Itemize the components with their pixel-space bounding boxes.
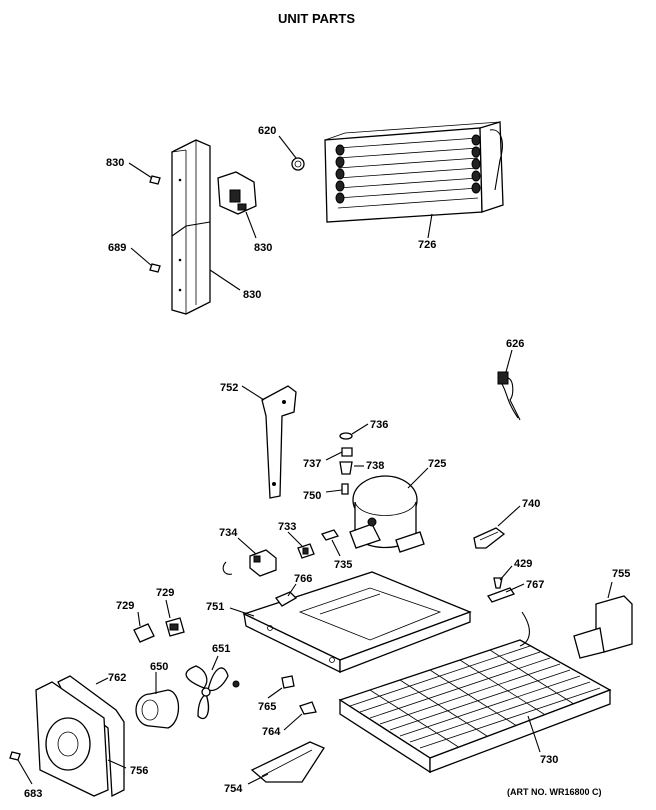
label-651: 651 — [212, 643, 230, 655]
label-756: 756 — [130, 765, 148, 777]
screw-689 — [149, 263, 161, 273]
fan-motor-650 — [135, 689, 180, 729]
mount-729a — [133, 623, 155, 643]
condenser-730 — [338, 611, 612, 774]
stud-750 — [341, 483, 349, 495]
mount-755 — [573, 595, 633, 659]
label-750: 750 — [303, 490, 321, 502]
support-channel-830 — [171, 139, 211, 315]
label-762: 762 — [108, 672, 126, 684]
fan-bracket-756 — [35, 681, 109, 797]
screw-683 — [9, 751, 21, 761]
label-620: 620 — [258, 125, 276, 137]
label-830b: 830 — [254, 242, 272, 254]
label-740: 740 — [522, 498, 540, 510]
label-737: 737 — [303, 458, 321, 470]
label-626: 626 — [506, 338, 524, 350]
label-733: 733 — [278, 521, 296, 533]
sleeve-738 — [339, 461, 353, 475]
diagram-title: UNIT PARTS — [278, 11, 355, 26]
screw-429 — [493, 577, 503, 589]
label-830c: 830 — [243, 289, 261, 301]
label-725: 725 — [428, 458, 446, 470]
fan-blade-651 — [185, 665, 240, 720]
label-766: 766 — [294, 573, 312, 585]
label-726: 726 — [418, 239, 436, 251]
drain-pan-754 — [250, 741, 325, 783]
knob-620 — [291, 157, 305, 171]
compressor-725 — [349, 475, 425, 553]
label-752: 752 — [220, 382, 238, 394]
evaporator-coil-726 — [324, 121, 504, 223]
relay-734 — [222, 549, 277, 577]
clip-830 — [149, 175, 161, 185]
label-730: 730 — [540, 754, 558, 766]
label-764: 764 — [262, 726, 281, 738]
label-754: 754 — [224, 783, 243, 795]
clip-735 — [320, 529, 340, 541]
grommet-736 — [339, 432, 353, 440]
clip-740 — [473, 527, 506, 549]
label-765: 765 — [258, 701, 276, 713]
label-736: 736 — [370, 419, 388, 431]
label-755: 755 — [612, 568, 630, 580]
washer-737 — [341, 447, 353, 457]
leader-lines — [17, 135, 613, 785]
label-830a: 830 — [106, 157, 124, 169]
base-pan-751 — [242, 571, 472, 674]
label-689: 689 — [108, 242, 126, 254]
mount-729b — [165, 617, 185, 637]
label-683: 683 — [24, 788, 42, 800]
overload-733 — [297, 543, 315, 559]
power-cord-626 — [497, 371, 521, 421]
label-729a: 729 — [116, 600, 134, 612]
clip-764 — [299, 701, 317, 715]
label-738: 738 — [366, 460, 384, 472]
bracket-830 — [217, 171, 257, 215]
art-number: (ART NO. WR16800 C) — [507, 787, 602, 797]
bracket-766 — [274, 591, 298, 607]
label-767: 767 — [526, 579, 544, 591]
clip-765 — [281, 675, 295, 689]
label-729b: 729 — [156, 587, 174, 599]
label-734: 734 — [219, 527, 238, 539]
label-650: 650 — [150, 661, 168, 673]
label-751: 751 — [206, 601, 224, 613]
bracket-752 — [261, 385, 297, 499]
label-735: 735 — [334, 559, 352, 571]
label-429: 429 — [514, 558, 532, 570]
